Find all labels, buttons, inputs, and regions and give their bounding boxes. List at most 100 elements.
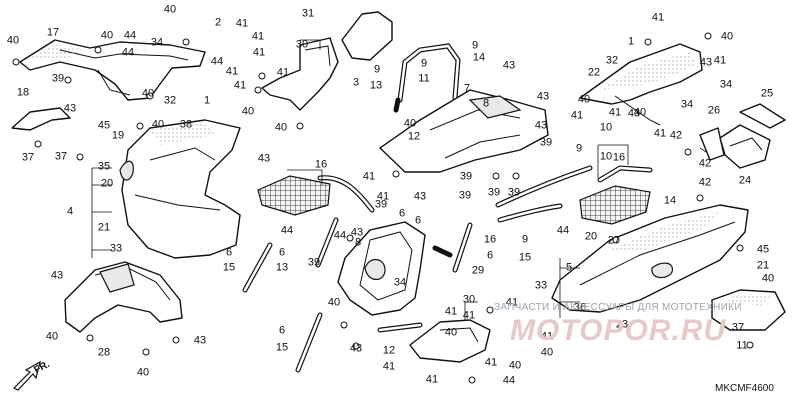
- callout: 10: [599, 121, 613, 134]
- callout: 19: [111, 129, 125, 142]
- callout: 40: [720, 30, 734, 43]
- callout: 15: [275, 341, 289, 354]
- trim-strips: [317, 165, 653, 223]
- callout: 39: [507, 186, 521, 199]
- callout: 41: [540, 330, 554, 343]
- callout: 25: [760, 87, 774, 100]
- callout: 5: [565, 261, 573, 274]
- callout: 39: [458, 189, 472, 202]
- callout: 32: [605, 54, 619, 67]
- callout: 9: [471, 39, 479, 52]
- callout: 9: [575, 142, 583, 155]
- callout: 36: [573, 301, 587, 314]
- callout: 40: [141, 87, 155, 100]
- callout: 12: [382, 344, 396, 357]
- callout: 6: [486, 249, 494, 262]
- callout: 7: [463, 82, 471, 95]
- callout: 6: [225, 246, 233, 259]
- callout: 26: [707, 104, 721, 117]
- callout: 40: [761, 272, 775, 285]
- callout: 32: [163, 94, 177, 107]
- callout: 41: [276, 66, 290, 79]
- callout: 16: [483, 233, 497, 246]
- callout: 28: [97, 346, 111, 359]
- callout: 44: [502, 374, 516, 387]
- callout: 34: [150, 36, 164, 49]
- part-30-center-stay: [261, 37, 339, 111]
- watermark-text: ЗАПЧАСТИ И АКСЕССУАРЫ ДЛЯ МОТОТЕХНИКИ: [494, 302, 742, 313]
- callout: 40: [100, 29, 114, 42]
- callout: 42: [698, 157, 712, 170]
- callout: 41: [362, 170, 376, 183]
- callout: 16: [612, 151, 626, 164]
- callout: 41: [651, 11, 665, 24]
- callout: 42: [698, 176, 712, 189]
- trim-strips-lower: [242, 217, 473, 373]
- callout: 43: [536, 90, 550, 103]
- callout: 41: [251, 30, 265, 43]
- callout: 39: [307, 256, 321, 269]
- callout: 41: [713, 54, 727, 67]
- callout: 30: [462, 293, 476, 306]
- part-29-lower-stay: [409, 319, 491, 363]
- callout: 15: [518, 251, 532, 264]
- part-22-right-bracket: [579, 43, 703, 126]
- callout: 43: [350, 226, 364, 239]
- callout: 13: [275, 261, 289, 274]
- callout: 43: [413, 190, 427, 203]
- callout: 43: [502, 59, 516, 72]
- part-16-grid-right: [579, 185, 651, 225]
- callout: 8: [482, 97, 490, 110]
- callout: 3: [352, 76, 360, 89]
- part-5-right-middle-cowl: [551, 204, 749, 313]
- callout: 44: [280, 224, 294, 237]
- part-4-left-middle-cowl: [119, 119, 241, 259]
- part-8-inner-panel-upper: [379, 89, 549, 173]
- callout: 41: [484, 356, 498, 369]
- callout: 23: [615, 318, 629, 331]
- callout: 40: [577, 93, 591, 106]
- callout: 9: [373, 63, 381, 76]
- callout: 24: [738, 174, 752, 187]
- callout: 43: [534, 119, 548, 132]
- callout: 40: [151, 118, 165, 131]
- callout: 45: [756, 243, 770, 256]
- callout: 45: [97, 119, 111, 132]
- callout: 13: [369, 79, 383, 92]
- part-25-strip: [739, 103, 786, 129]
- callout: 39: [51, 72, 65, 85]
- callout: 37: [21, 151, 35, 164]
- callout: 44: [123, 29, 137, 42]
- callout: 21: [97, 221, 111, 234]
- callout: 6: [398, 207, 406, 220]
- callout: 11: [736, 339, 748, 352]
- callout: 2: [214, 16, 222, 29]
- callout: 41: [382, 360, 396, 373]
- callout: 10: [599, 150, 613, 163]
- brand-watermark: MOTOPOR.RU: [510, 314, 727, 347]
- callout: 15: [222, 261, 236, 274]
- callout: 41: [235, 17, 249, 30]
- callout: 41: [444, 305, 458, 318]
- callout: 42: [669, 129, 683, 142]
- callout: 40: [136, 366, 150, 379]
- callout: 27: [607, 234, 621, 247]
- part-3-shelter: [341, 11, 393, 61]
- callout: 29: [471, 264, 485, 277]
- callout: 21: [756, 259, 770, 272]
- callout: 14: [472, 51, 486, 64]
- callout: 41: [252, 46, 266, 59]
- callout: 41: [462, 309, 476, 322]
- callout: 44: [556, 224, 570, 237]
- callout: 6: [278, 246, 286, 259]
- callout: 43: [257, 152, 271, 165]
- callout: 40: [444, 326, 458, 339]
- callout: 37: [731, 321, 745, 334]
- callout: 6: [414, 214, 422, 227]
- callout: 31: [301, 7, 315, 20]
- callout: 40: [540, 346, 554, 359]
- callout: 43: [50, 269, 64, 282]
- callout: 43: [349, 342, 363, 355]
- callout: 38: [179, 118, 193, 131]
- callout: 43: [699, 56, 713, 69]
